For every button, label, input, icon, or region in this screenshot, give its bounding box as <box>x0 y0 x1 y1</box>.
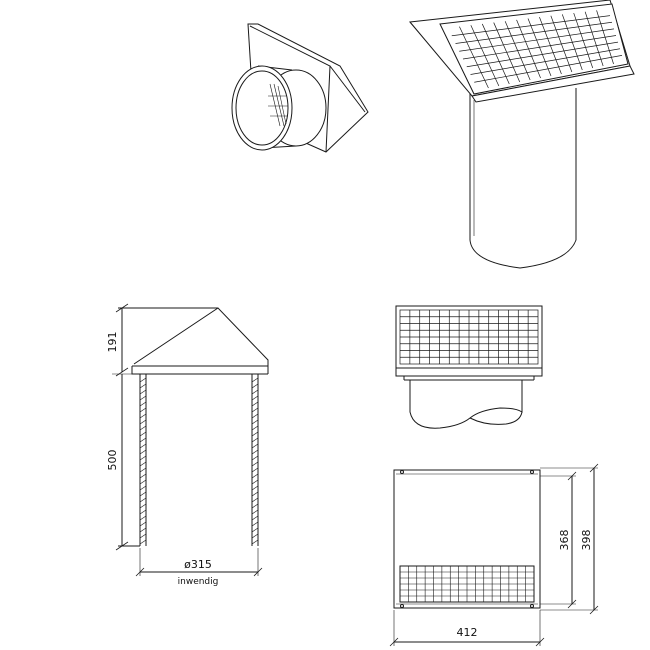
iso-hood-view <box>409 0 635 269</box>
side-hood-lip <box>131 366 268 375</box>
screw-hole-tr <box>530 470 534 474</box>
iso-tube <box>469 88 577 269</box>
wall-plate-inner-edge <box>329 65 366 113</box>
screw-hole-tl <box>400 470 404 474</box>
front-tube-cut <box>469 411 523 425</box>
dim-398-label: 398 <box>580 530 593 551</box>
iso-hood-base <box>471 65 635 103</box>
plate-grille <box>400 566 534 602</box>
tube-wall-hatch <box>139 377 259 545</box>
dim-412-label: 412 <box>457 626 478 639</box>
front-tube <box>409 380 523 429</box>
front-grille-view <box>395 305 543 429</box>
screw-hole-br <box>530 604 534 608</box>
plate-elevation-view <box>389 463 599 647</box>
spigot-inner-rim <box>235 70 289 146</box>
iso-grille <box>451 10 623 89</box>
dim-368-label: 368 <box>558 530 571 551</box>
side-hood <box>133 307 269 374</box>
plate-outer <box>393 469 541 609</box>
screw-hole-bl <box>400 604 404 608</box>
side-view <box>112 303 269 577</box>
dim-191-label: 191 <box>106 332 119 353</box>
dim-315-note: inwendig <box>178 577 219 587</box>
dim-500-label: 500 <box>106 450 119 471</box>
front-hood-lip <box>395 368 543 377</box>
iso-wall-plate-view <box>231 23 369 153</box>
front-grille <box>399 309 539 365</box>
dim-315-label: ø315 <box>184 558 212 571</box>
spigot-front-rim <box>231 65 293 151</box>
spigot-inner-grille <box>268 83 288 127</box>
